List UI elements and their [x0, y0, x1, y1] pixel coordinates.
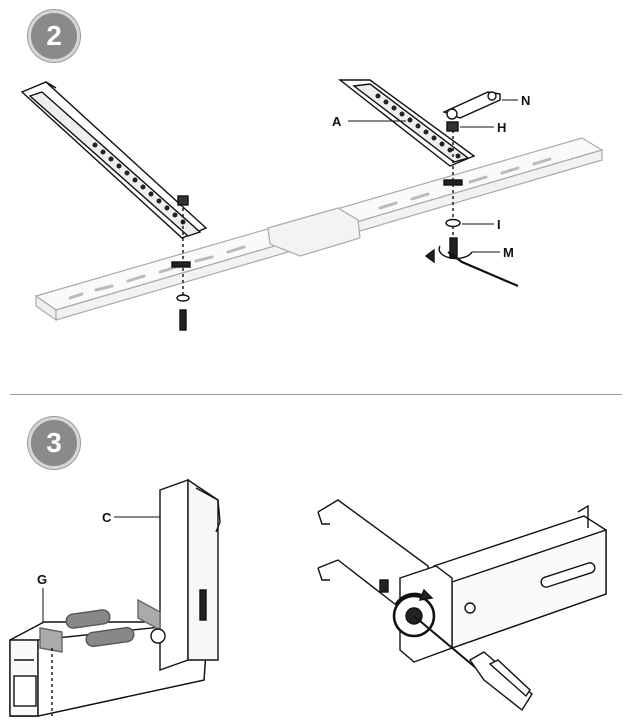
step3-left-diagram	[9, 478, 221, 717]
step-number-badge: 3	[28, 417, 80, 469]
right-wall-bracket	[337, 79, 519, 288]
part-label-a: A	[332, 114, 342, 129]
part-label-i: I	[497, 217, 501, 232]
left-wall-bracket	[20, 81, 208, 331]
part-label-n: N	[521, 93, 530, 108]
step3-right-diagram	[317, 499, 607, 712]
part-label-c: C	[102, 510, 112, 525]
part-label-h: H	[497, 120, 506, 135]
callout-lines	[348, 99, 518, 253]
section-divider	[10, 394, 622, 395]
step-number-badge: 2	[28, 10, 80, 62]
part-label-g: G	[37, 572, 47, 587]
part-label-m: M	[503, 245, 514, 260]
step2-diagram: A N H I M	[20, 79, 604, 331]
